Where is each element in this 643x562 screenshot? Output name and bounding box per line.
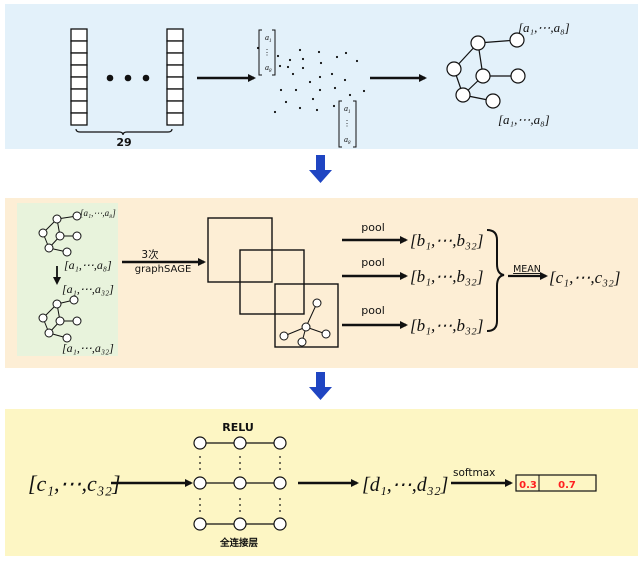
output-vector: [d₁,⋯,d₃₂] bbox=[362, 474, 448, 496]
graph-feature-top: [a₁,⋯,a₈] bbox=[518, 20, 570, 35]
feature-column-left bbox=[70, 28, 88, 126]
pooled-vector-1: [b₁,⋯,b₃₂] bbox=[410, 231, 483, 250]
input-graph-top-feature: [a₁,⋯,a₈] bbox=[80, 208, 116, 218]
svg-text:pool: pool bbox=[361, 256, 385, 269]
svg-text:a8: a8 bbox=[265, 63, 272, 74]
svg-text:pool: pool bbox=[361, 221, 385, 234]
count-brace bbox=[75, 128, 173, 136]
svg-text:⋮: ⋮ bbox=[343, 119, 351, 128]
column-vector-top: a1 ⋮ a8 bbox=[258, 29, 276, 76]
column-vector-bottom: a1 ⋮ a8 bbox=[338, 100, 357, 148]
fc-layer-ellipsis bbox=[199, 456, 281, 512]
ellipsis-dots bbox=[106, 74, 150, 82]
input-graph-bottom bbox=[38, 295, 82, 343]
mean-output-vector: [c₁,⋯,c₃₂] bbox=[549, 268, 621, 287]
column-count-label: 29 bbox=[116, 136, 131, 149]
input-vector: [c₁,⋯,c₃₂] bbox=[28, 471, 121, 496]
mean-label: MEAN bbox=[513, 264, 541, 275]
svg-text:a1: a1 bbox=[344, 104, 351, 115]
svg-text:⋮: ⋮ bbox=[263, 48, 271, 57]
probability-class-0: 0.3 bbox=[519, 480, 537, 491]
activation-label: RELU bbox=[222, 421, 254, 434]
graphsage-count-label: 3次 bbox=[141, 248, 159, 261]
input-graph-top bbox=[38, 211, 82, 257]
svg-text:a8: a8 bbox=[344, 135, 351, 146]
pooled-vector-2: [b₁,⋯,b₃₂] bbox=[410, 267, 483, 286]
merge-brace bbox=[486, 229, 505, 332]
pool-branch-2: pool [b₁,⋯,b₃₂] bbox=[342, 256, 483, 286]
point-cloud bbox=[256, 46, 366, 114]
graph-structure bbox=[446, 32, 526, 109]
graph-input-box bbox=[17, 203, 118, 356]
subgraph-windows bbox=[207, 217, 339, 348]
pooled-vector-3: [b₁,⋯,b₃₂] bbox=[410, 316, 483, 335]
stage-arrow-2-icon bbox=[309, 372, 332, 400]
input-graph-bottom-feature: [a₁,⋯,a₃₂] bbox=[62, 341, 114, 355]
graph-feature-bottom: [a₁,⋯,a₈] bbox=[498, 112, 550, 127]
pool-branch-1: pool [b₁,⋯,b₃₂] bbox=[342, 221, 483, 250]
subgraph-tree bbox=[279, 298, 331, 347]
probability-output: 0.3 0.7 bbox=[515, 474, 597, 492]
fc-layer-label: 全连接层 bbox=[219, 537, 259, 549]
input-graph-expanded-feature: [a₁,⋯,a₃₂] bbox=[62, 282, 114, 296]
input-graph-mid-feature: [a₁,⋯,a₈] bbox=[64, 258, 112, 272]
svg-text:pool: pool bbox=[361, 304, 385, 317]
graphsage-label: graphSAGE bbox=[135, 264, 192, 275]
softmax-label: softmax bbox=[453, 467, 495, 479]
stage-arrow-1-icon bbox=[309, 155, 332, 183]
feature-column-right bbox=[166, 28, 184, 126]
pool-branch-3: pool [b₁,⋯,b₃₂] bbox=[342, 304, 483, 335]
fully-connected-layer bbox=[193, 436, 287, 531]
svg-text:a1: a1 bbox=[265, 33, 272, 44]
probability-class-1: 0.7 bbox=[558, 480, 576, 491]
